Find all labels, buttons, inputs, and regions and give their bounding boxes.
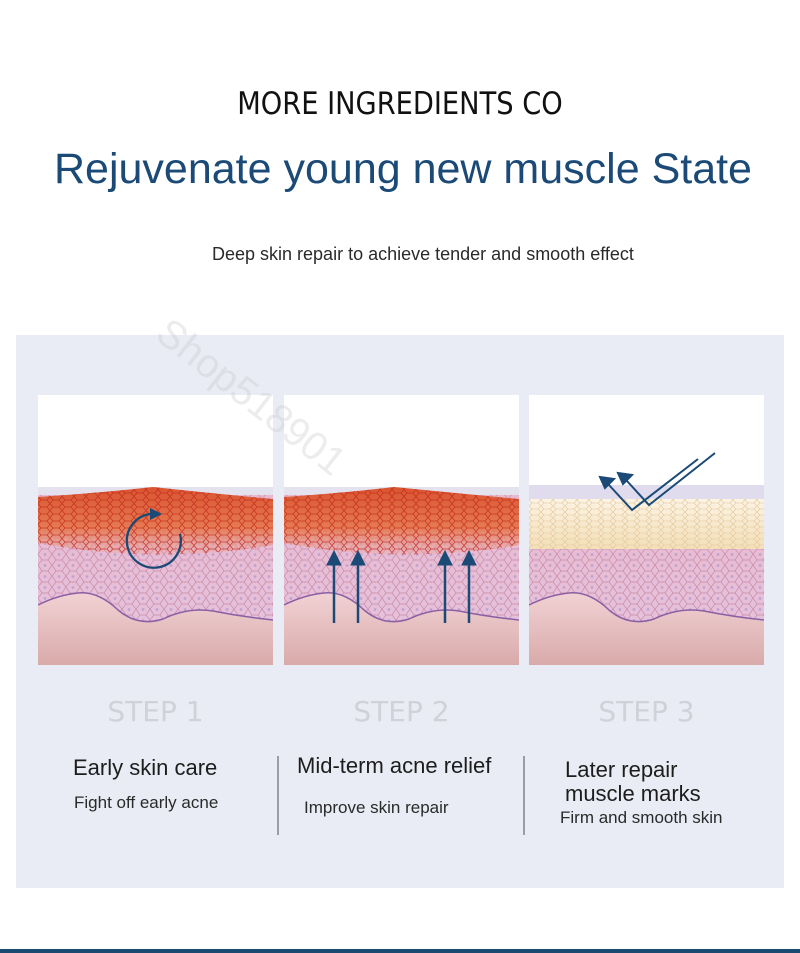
bottom-rule bbox=[0, 949, 800, 953]
up-arrows-icon bbox=[326, 549, 477, 623]
brand-title: MORE INGREDIENTS CO bbox=[237, 86, 563, 122]
step-3-title-line-2: muscle marks bbox=[565, 781, 701, 806]
step-3-description: Firm and smooth skin bbox=[560, 808, 723, 827]
step-1-title: Early skin care bbox=[73, 755, 218, 780]
step-3-title-line-1: Later repair bbox=[565, 757, 678, 782]
step-2-label: STEP 2 bbox=[353, 695, 450, 728]
headline: Rejuvenate young new muscle State bbox=[54, 145, 752, 193]
step-3-illustration bbox=[529, 395, 764, 665]
step-1-label: STEP 1 bbox=[107, 695, 204, 728]
subheadline: Deep skin repair to achieve tender and s… bbox=[212, 244, 634, 264]
step-3-label: STEP 3 bbox=[598, 695, 695, 728]
steps-panel: STEP 1 STEP 2 STEP 3 Early skin care Fig… bbox=[16, 335, 784, 888]
step-2-illustration bbox=[284, 395, 519, 665]
circular-arrow-icon bbox=[125, 512, 182, 569]
step-1-illustration bbox=[38, 395, 273, 665]
step-1-description: Fight off early acne bbox=[74, 793, 219, 812]
step-2-description: Improve skin repair bbox=[304, 798, 449, 817]
reflect-arrows-icon bbox=[598, 452, 716, 512]
step-2-title: Mid-term acne relief bbox=[297, 753, 492, 778]
step-3-title: Later repair muscle marks bbox=[565, 758, 701, 806]
column-divider bbox=[523, 756, 525, 835]
column-divider bbox=[277, 756, 279, 835]
